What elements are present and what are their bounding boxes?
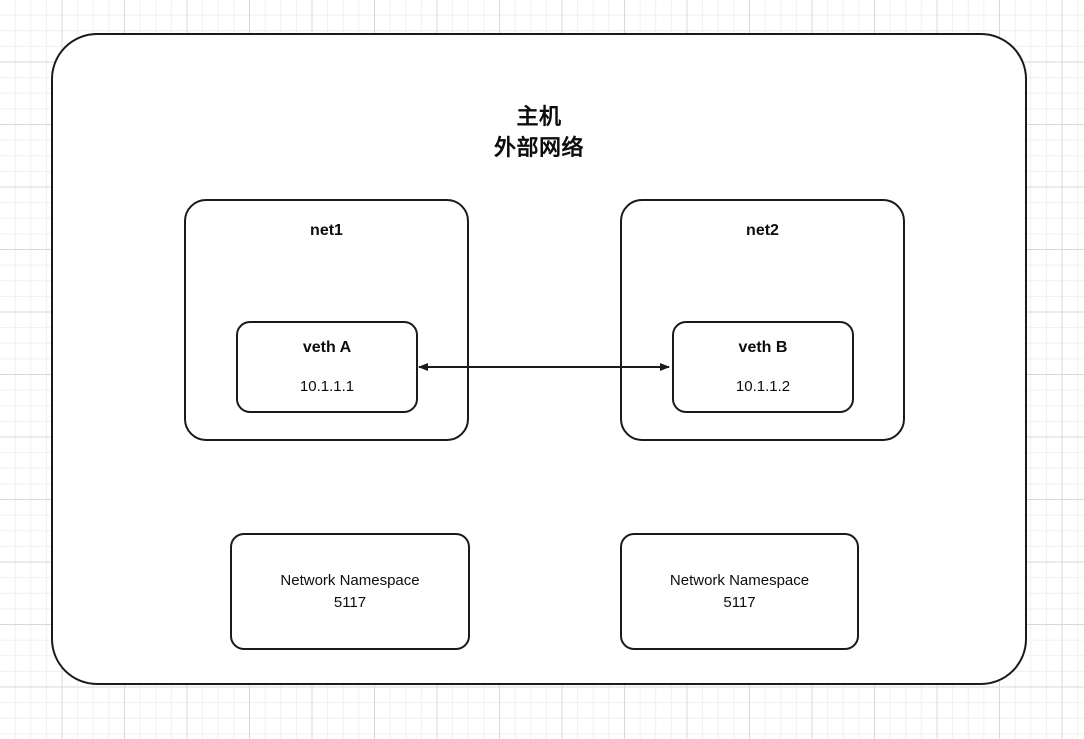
namespace-label-net2: Network Namespace 5117 xyxy=(669,571,810,611)
host-title: 主机 外部网络 xyxy=(493,104,584,161)
net1-label: net1 xyxy=(310,222,343,239)
veth-a-name: veth A xyxy=(302,339,352,357)
veth-a-node: veth A 10.1.1.1 xyxy=(236,321,418,413)
namespace-box-net1: Network Namespace 5117 xyxy=(230,533,470,650)
veth-b-name: veth B xyxy=(738,339,788,357)
veth-b-node: veth B 10.1.1.2 xyxy=(672,321,854,413)
veth-b-ip: 10.1.1.2 xyxy=(735,377,791,395)
net2-label: net2 xyxy=(746,222,779,239)
namespace-label-net1: Network Namespace 5117 xyxy=(280,571,420,611)
veth-link-arrow xyxy=(418,363,670,371)
namespace-box-net2: Network Namespace 5117 xyxy=(620,533,859,650)
veth-a-ip: 10.1.1.1 xyxy=(299,377,355,395)
